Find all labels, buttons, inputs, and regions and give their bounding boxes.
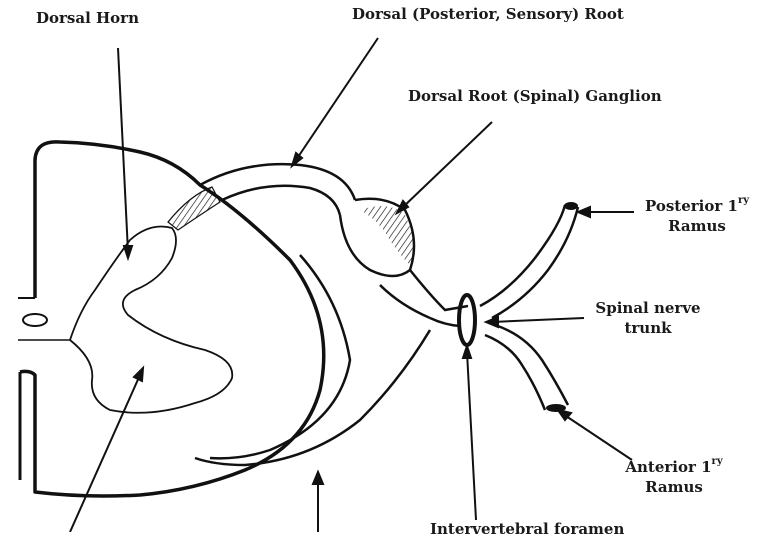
pointer-arrows [70,38,634,532]
arrow-ventral-horn [70,375,140,532]
anterior-ramus-text: Anterior 1 [625,458,711,476]
arrow-dorsal-root [296,38,378,160]
posterior-ramus-text: Posterior 1 [645,197,738,215]
dorsal-root-upper [200,164,355,200]
label-dorsal-horn: Dorsal Horn [36,8,139,28]
arrow-ganglion [402,122,492,208]
label-posterior-ramus: Posterior 1ry Ramus [636,196,758,236]
posterior-ramus-line2: Ramus [668,217,726,235]
ventral-root-join [430,318,460,326]
label-dorsal-root: Dorsal (Posterior, Sensory) Root [352,4,624,24]
central-canal [23,314,47,326]
gray-matter [70,227,232,413]
anterior-ramus-sup: ry [712,456,723,467]
intervertebral-foramen [459,295,475,345]
dorsal-root-lower [222,186,340,215]
ventral-root-outer [195,330,430,465]
posterior-ramus-sup: ry [738,195,749,206]
arrow-foramen [467,352,476,520]
arrow-anterior-ramus [563,414,632,460]
label-spinal-nerve-trunk: Spinal nerve trunk [588,298,708,338]
posterior-ramus-cut [564,202,578,210]
spinal-nerve-trunk-line2: trunk [624,319,671,337]
spinal-nerve-trunk-line1: Spinal nerve [595,299,700,317]
dorsal-rootlets [168,187,220,230]
label-intervertebral-foramen: Intervertebral foramen [430,519,624,539]
root-to-trunk-lower [380,285,430,318]
ventral-root-inner [210,255,350,458]
anterior-median-fissure [20,372,35,480]
arrow-spinal-trunk [492,318,584,322]
label-anterior-ramus: Anterior 1ry Ramus [618,457,730,497]
anterior-ramus [485,325,568,410]
spinal-cord-outline [20,142,324,496]
anterior-ramus-line2: Ramus [645,478,703,496]
posterior-ramus [480,205,578,318]
label-dorsal-root-ganglion: Dorsal Root (Spinal) Ganglion [408,86,662,106]
ganglion-hatching [360,206,413,265]
